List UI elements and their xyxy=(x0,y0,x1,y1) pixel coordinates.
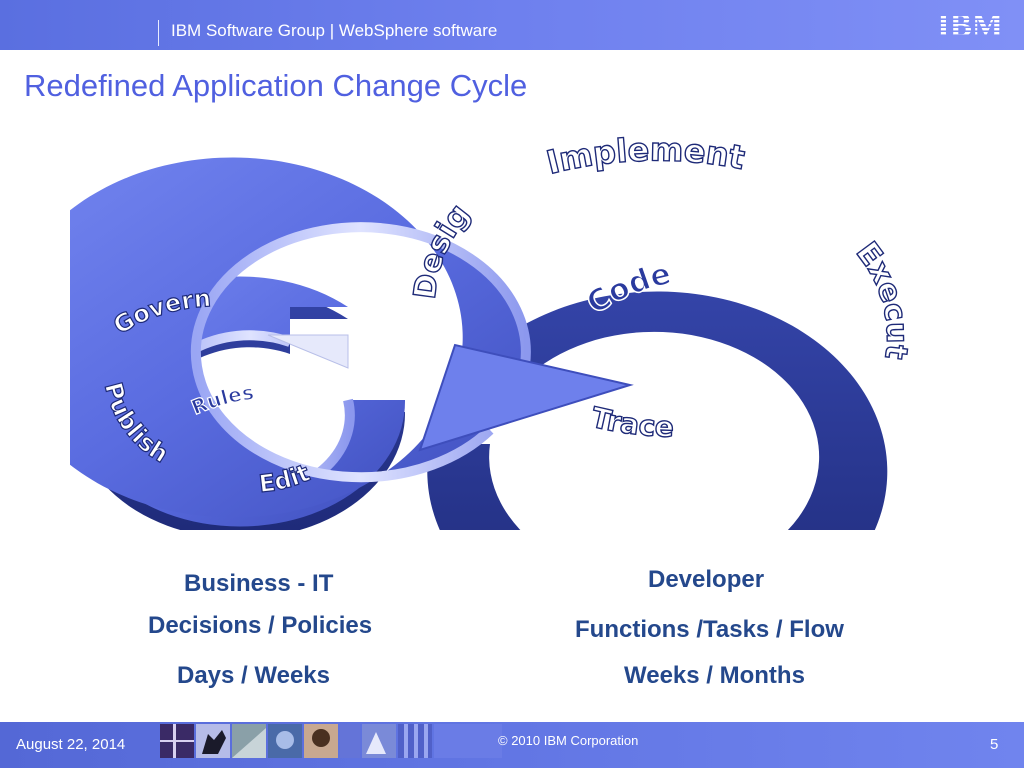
svg-text:IBM: IBM xyxy=(937,8,1003,40)
left-caption-audience: Business - IT xyxy=(184,570,334,597)
footer-page-number: 5 xyxy=(990,736,999,753)
header-bar: IBM Software Group | WebSphere software … xyxy=(0,0,1024,50)
ibm-logo: IBM xyxy=(937,8,1003,40)
change-cycle-diagram: Implement Design Execute Trace Code Gove… xyxy=(70,130,915,530)
left-caption-timeframe: Days / Weeks xyxy=(177,662,330,689)
footer-bar: August 22, 2014 © 2010 IBM Corporation 5 xyxy=(0,722,1024,768)
label-trace: Trace xyxy=(588,401,674,444)
right-caption-timeframe: Weeks / Months xyxy=(624,662,805,689)
header-separator xyxy=(158,20,159,46)
left-caption-artifacts: Decisions / Policies xyxy=(148,612,373,639)
right-caption-audience: Developer xyxy=(648,566,765,593)
footer-copyright: © 2010 IBM Corporation xyxy=(498,733,639,748)
page-title: Redefined Application Change Cycle xyxy=(24,68,528,103)
large-ring xyxy=(70,157,888,530)
footer-image-strip xyxy=(160,724,502,758)
label-implement: Implement xyxy=(543,130,748,181)
header-group-text: IBM Software Group | WebSphere software xyxy=(171,21,498,40)
right-caption-artifacts: Functions /Tasks / Flow xyxy=(575,616,844,643)
footer-date: August 22, 2014 xyxy=(16,736,126,753)
